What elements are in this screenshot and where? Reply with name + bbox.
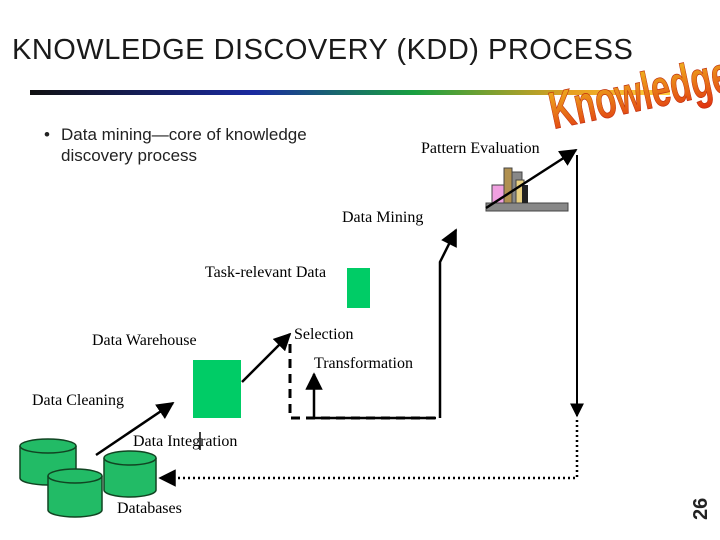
page-number: 26 [690, 497, 712, 520]
label-data-integration: Data Integration [133, 433, 238, 450]
task-relevant-data-box [347, 268, 370, 308]
feedback-loop-databases [158, 420, 579, 487]
label-data-warehouse: Data Warehouse [92, 332, 197, 349]
title-rule [30, 90, 670, 95]
arrow-to-pattern-evaluation [485, 148, 578, 210]
label-databases: Databases [117, 500, 182, 517]
database-cylinder-icon [47, 468, 103, 518]
slide-title: KNOWLEDGE DISCOVERY (KDD) PROCESS [12, 34, 634, 66]
feedback-loop-transformation [305, 372, 436, 420]
label-data-mining: Data Mining [342, 209, 424, 226]
pattern-barchart-icon [485, 167, 569, 212]
label-transformation: Transformation [314, 355, 413, 372]
bullet-item: • Data mining—core of knowledge discover… [44, 124, 361, 166]
arrow-to-data-cleaning [95, 401, 175, 457]
label-task-relevant-data: Task-relevant Data [205, 264, 327, 281]
arrow-to-selection [241, 332, 292, 383]
bullet-text: Data mining—core of knowledge discovery … [61, 125, 307, 165]
knowledge-wordart: Knowledge [544, 46, 720, 141]
label-pattern-evaluation: Pattern Evaluation [421, 140, 540, 157]
label-selection: Selection [294, 326, 354, 343]
data-warehouse-box [193, 360, 241, 418]
database-cylinder-icon [103, 450, 157, 498]
label-data-cleaning: Data Cleaning [32, 392, 124, 409]
bullet-dot: • [44, 125, 50, 144]
arrow-to-data-mining [438, 228, 458, 418]
